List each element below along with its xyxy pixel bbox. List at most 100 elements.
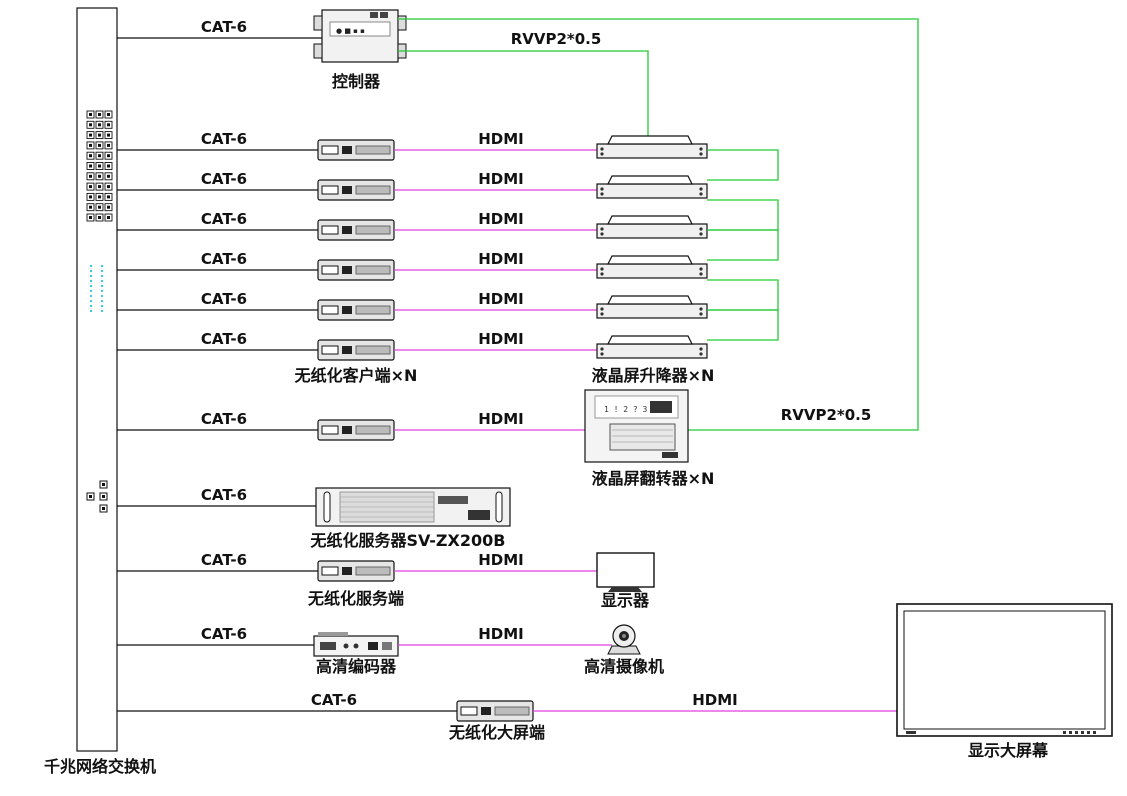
lcd-lift-icon [596, 135, 708, 159]
encoder-device-icon [313, 632, 399, 657]
controller-device-icon: ● ■ ▪ ▪ [313, 9, 407, 63]
cat6-label: CAT-6 [201, 170, 247, 188]
client-device-icon [317, 179, 395, 201]
rvvp-chain-line [707, 199, 779, 231]
cat6-label: CAT-6 [201, 625, 247, 643]
client-device-icon [456, 700, 534, 722]
flip-label: 液晶屏翻转器×N [592, 469, 715, 488]
lcd-flipper-icon: 1 ! 2 ? 3 [584, 389, 689, 463]
client-device-icon [317, 259, 395, 281]
client-device-icon [317, 139, 395, 161]
svg-text:1 ! 2 ? 3: 1 ! 2 ? 3 [604, 405, 648, 414]
switch-port [95, 203, 104, 212]
client-row: CAT-6 HDMI [117, 330, 708, 361]
hdmi-label: HDMI [478, 551, 524, 569]
hdmi-label: HDMI [478, 410, 524, 428]
switch-port-array [86, 110, 113, 222]
switch-port [95, 131, 104, 140]
lcd-lift-icon [596, 175, 708, 199]
monitor-icon [596, 552, 655, 592]
switch-label: 千兆网络交换机 [44, 757, 156, 776]
server-row: CAT-6 无纸化服务器SV-ZX200B [117, 486, 511, 550]
cat6-label: CAT-6 [201, 18, 247, 36]
client-device-icon [317, 299, 395, 321]
flip-row: CAT-6 HDMI 1 ! 2 ? 3 RVVP2*0.5 液晶屏翻转器×N [117, 389, 872, 488]
lift-label: 液晶屏升降器×N [592, 366, 715, 385]
switch-port [95, 120, 104, 129]
cat6-label: CAT-6 [201, 551, 247, 569]
bigscreen-terminal-label: 无纸化大屏端 [448, 723, 545, 742]
monitor-label: 显示器 [601, 591, 650, 610]
cat6-label: CAT-6 [201, 330, 247, 348]
encoder-row: CAT-6 HDMI 高清编码器 高清摄像机 [117, 624, 664, 676]
encoder-label: 高清编码器 [316, 657, 397, 676]
rvvp-chain-line [707, 229, 779, 261]
switch-port [86, 162, 95, 170]
switch-port [104, 172, 113, 181]
switch-port [86, 141, 95, 150]
controller-group: CAT-6 ● ■ ▪ ▪ 控制器 RVVP2*0.5 [117, 9, 919, 431]
client-label: 无纸化客户端×N [294, 366, 418, 385]
camera-icon [607, 624, 641, 655]
switch-port [104, 131, 113, 140]
switch-port [86, 131, 95, 140]
hdmi-label: HDMI [478, 330, 524, 348]
client-row: CAT-6 HDMI [117, 250, 779, 311]
switch-port [86, 213, 95, 222]
svg-text:● ■ ▪ ▪: ● ■ ▪ ▪ [336, 27, 365, 35]
lcd-lift-icon [596, 255, 708, 279]
client-device-icon [317, 219, 395, 241]
network-switch: 千兆网络交换机 [44, 7, 156, 776]
switch-port [86, 172, 95, 181]
switch-port [104, 203, 113, 212]
server-label: 无纸化服务器SV-ZX200B [310, 531, 506, 550]
client-device-icon [317, 419, 395, 441]
large-display-icon [896, 603, 1113, 737]
hdmi-label: HDMI [478, 170, 524, 188]
lcd-lift-icon [596, 295, 708, 319]
switch-port [86, 151, 95, 160]
hdmi-label: HDMI [692, 691, 738, 709]
switch-port [86, 120, 95, 129]
client-device-icon [317, 560, 395, 582]
display-label: 显示大屏幕 [968, 741, 1049, 760]
service-terminal-row: CAT-6 HDMI 无纸化服务端 显示器 [117, 551, 655, 610]
switch-port [95, 151, 104, 160]
switch-port [86, 110, 95, 119]
cat6-label: CAT-6 [311, 691, 357, 709]
switch-port [104, 141, 113, 150]
hdmi-label: HDMI [478, 625, 524, 643]
client-row: CAT-6 HDMI [117, 210, 779, 261]
server-device-icon [315, 487, 511, 527]
switch-port [95, 213, 104, 222]
bigscreen-row: CAT-6 HDMI 无纸化大屏端 显示大屏幕 [117, 603, 1113, 760]
hdmi-label: HDMI [478, 250, 524, 268]
switch-port [95, 172, 104, 181]
cat6-label: CAT-6 [201, 250, 247, 268]
camera-label: 高清摄像机 [584, 657, 664, 676]
switch-port [95, 141, 104, 150]
switch-port [104, 151, 113, 160]
rvvp-chain-line [707, 279, 779, 311]
switch-port [104, 110, 113, 119]
cat6-label: CAT-6 [201, 210, 247, 228]
cat6-label: CAT-6 [201, 290, 247, 308]
switch-port [86, 203, 95, 212]
rvvp-flip-label: RVVP2*0.5 [781, 406, 872, 424]
lcd-lift-icon [596, 335, 708, 359]
service-terminal-label: 无纸化服务端 [307, 589, 404, 608]
cat6-label: CAT-6 [201, 486, 247, 504]
client-device-icon [317, 339, 395, 361]
switch-port [86, 192, 95, 201]
switch-port [95, 162, 104, 170]
switch-port [104, 162, 113, 170]
switch-port [104, 213, 113, 222]
switch-port [104, 192, 113, 201]
rvvp-top-label: RVVP2*0.5 [511, 30, 602, 48]
hdmi-label: HDMI [478, 210, 524, 228]
rvvp-chain-line [707, 309, 779, 341]
switch-port [95, 110, 104, 119]
